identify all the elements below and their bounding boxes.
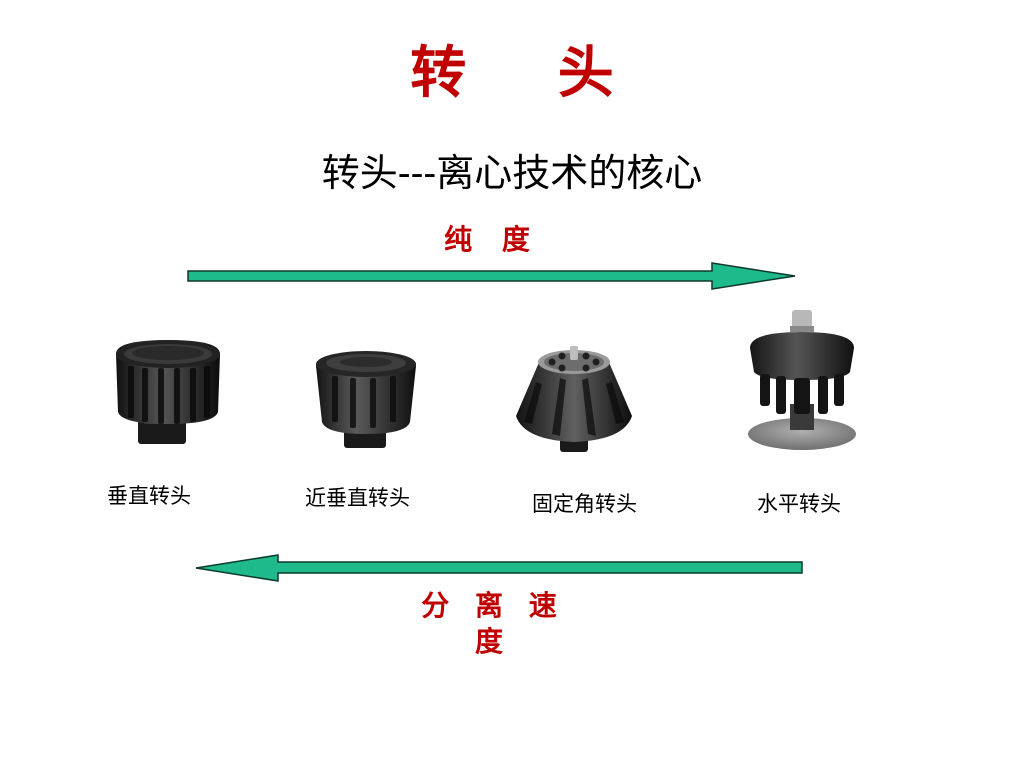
purity-arrow-shape — [187, 262, 796, 290]
slide-subtitle: 转头---离心技术的核心 — [321, 151, 703, 195]
speed-arrow-shape — [195, 554, 803, 582]
near-vertical-rotor-icon — [316, 351, 416, 448]
rotor-caption-vertical: 垂直转头 — [107, 484, 191, 508]
swing-bucket-rotor-icon — [748, 310, 856, 450]
rotor-caption-swing-bucket: 水平转头 — [757, 492, 841, 516]
rotor-caption-fixed-angle: 固定角转头 — [532, 492, 637, 516]
slide-title: 转 头 — [410, 40, 650, 106]
purity-label: 纯 度 — [444, 223, 540, 256]
vertical-rotor-icon — [116, 340, 220, 444]
fixed-angle-rotor-icon — [516, 346, 632, 452]
separation-speed-label: 分 离 速 度 — [421, 589, 565, 658]
rotor-caption-near-vertical: 近垂直转头 — [305, 486, 410, 510]
